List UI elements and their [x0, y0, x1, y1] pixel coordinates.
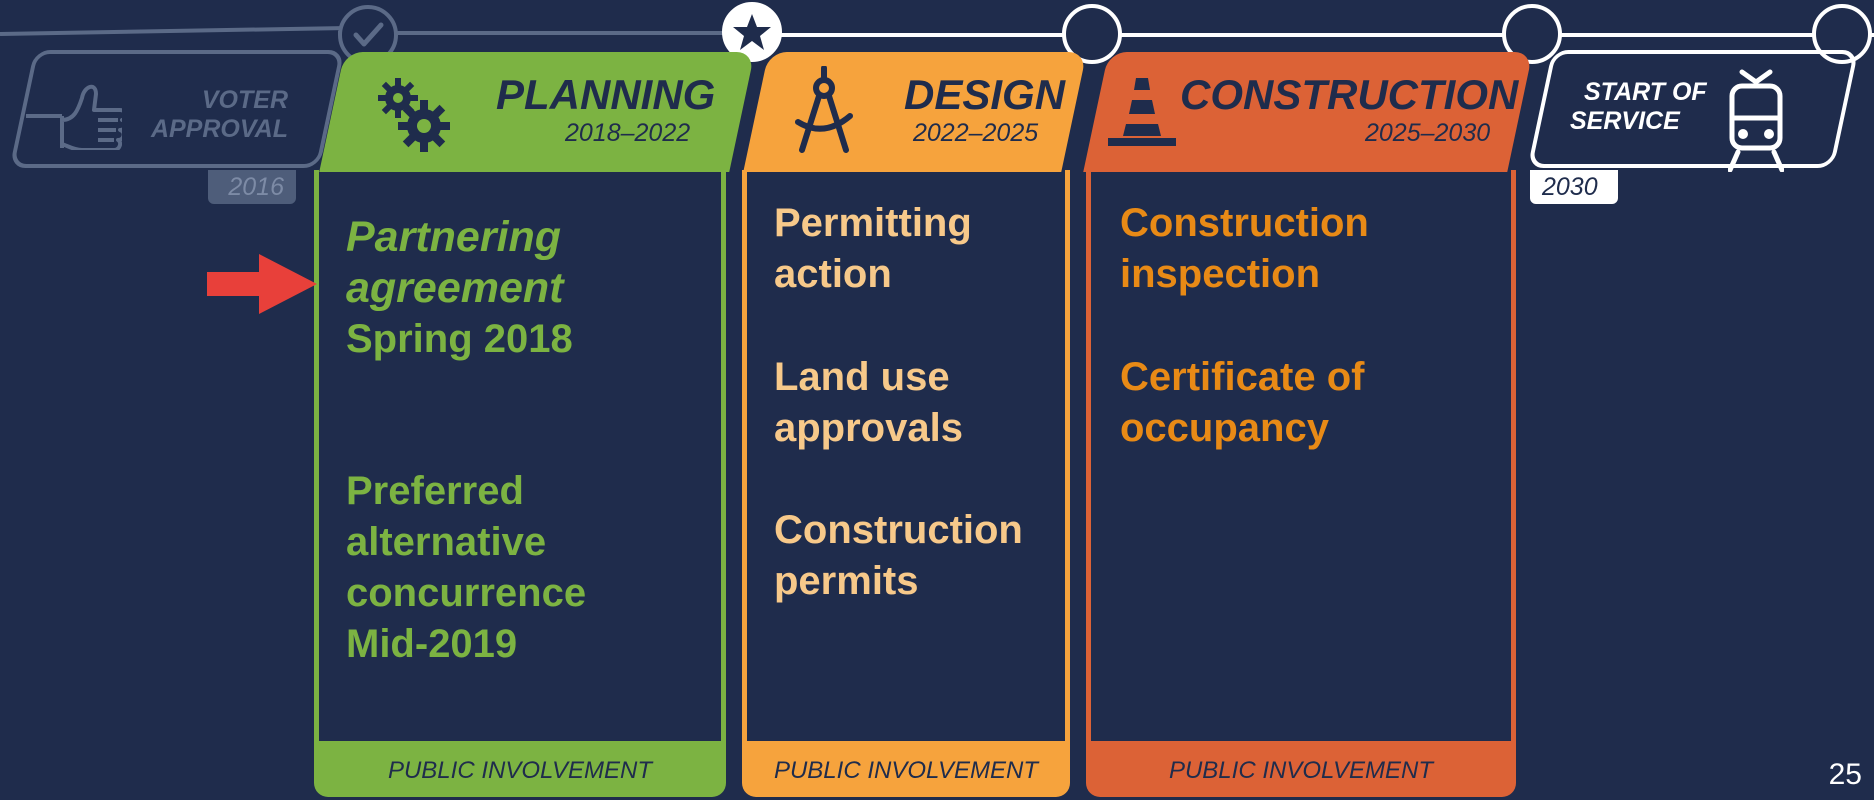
page-number: 25	[1828, 758, 1862, 791]
design-item-permitting: Permitting action	[774, 201, 972, 296]
thumbs-up-icon	[26, 84, 122, 150]
voter-approval-year: 2016	[208, 170, 296, 204]
start-of-service-line1: START OF	[1584, 78, 1707, 106]
design-years: 2022–2025	[913, 119, 1039, 147]
planning-title: PLANNING	[496, 71, 716, 118]
start-of-service-year: 2030	[1530, 170, 1618, 204]
construction-body	[1086, 170, 1516, 746]
voter-approval-line1: VOTER	[201, 86, 288, 114]
planning-body	[314, 170, 726, 746]
gears-icon	[378, 78, 450, 152]
planning-item-preferred: Preferred alternative concurrence Mid-20…	[346, 469, 587, 666]
construction-title: CONSTRUCTION	[1180, 71, 1519, 118]
design-item-land-use: Land use approvals	[774, 355, 963, 450]
timeline-line-future	[750, 33, 1874, 37]
start-of-service-label: START OF SERVICE	[1570, 78, 1707, 136]
voter-approval-line2: APPROVAL	[150, 115, 288, 143]
voter-approval-label: VOTER APPROVAL	[130, 86, 288, 144]
construction-item-inspection: Construction inspection	[1120, 201, 1369, 296]
arrow-pointer	[207, 254, 317, 314]
timeline-line-completed	[338, 31, 748, 35]
design-item-construction-permits: Construction permits	[774, 508, 1023, 603]
planning-item-partnering: Partnering agreement Spring 2018	[346, 213, 573, 361]
timeline-node-construction-end	[1502, 4, 1562, 64]
check-icon	[353, 22, 384, 47]
planning-years: 2018–2022	[565, 119, 691, 147]
timeline-node-service	[1812, 4, 1872, 64]
star-icon	[733, 14, 771, 50]
compass-icon	[795, 66, 853, 153]
planning-footer: PUBLIC INVOLVEMENT	[314, 745, 726, 797]
timeline-node-design-end	[1062, 4, 1122, 64]
design-body	[742, 170, 1070, 746]
construction-item-certificate: Certificate of occupancy	[1120, 355, 1365, 450]
construction-years: 2025–2030	[1365, 119, 1491, 147]
tram-icon	[1728, 69, 1784, 172]
start-of-service-line2: SERVICE	[1570, 107, 1680, 135]
traffic-cone-icon	[1108, 78, 1176, 146]
construction-footer: PUBLIC INVOLVEMENT	[1086, 745, 1516, 797]
timeline-line-past	[0, 26, 340, 36]
design-footer: PUBLIC INVOLVEMENT	[742, 745, 1070, 797]
design-title: DESIGN	[904, 71, 1066, 118]
